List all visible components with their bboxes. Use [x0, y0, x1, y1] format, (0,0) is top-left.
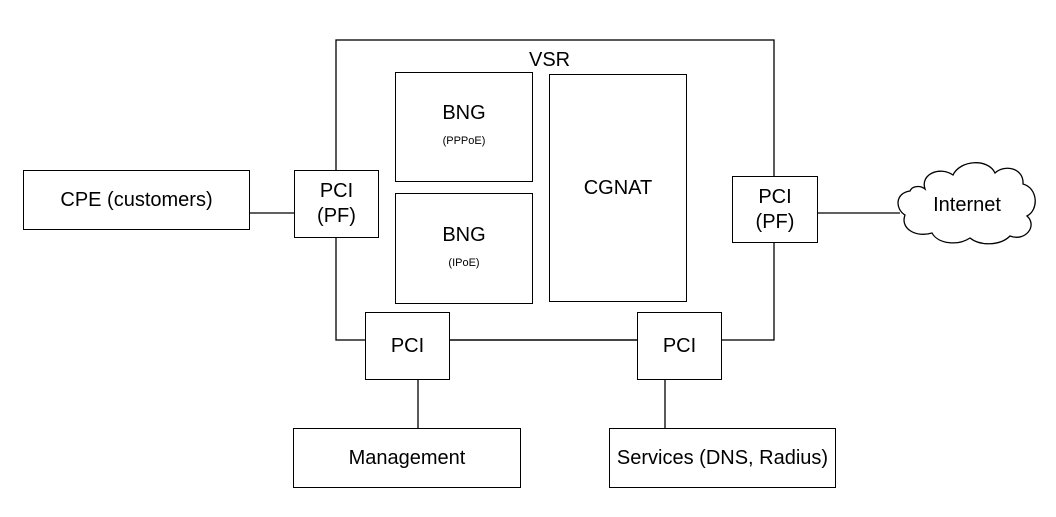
internet-label: Internet — [933, 194, 1001, 216]
bng-ipoe-sublabel: (IPoE) — [448, 256, 480, 269]
bng-pppoe-label: BNG — [442, 102, 486, 124]
cloud-icon — [897, 162, 1036, 245]
cpe-label: CPE (customers) — [60, 189, 213, 211]
bng-pppoe-sublabel: (PPPoE) — [442, 135, 486, 147]
bng-pppoe-box: BNG (PPPoE) — [395, 72, 533, 182]
pci-right-box: PCI (PF) — [732, 176, 818, 243]
pci-bottom-right-box: PCI — [637, 312, 722, 380]
management-box: Management — [293, 428, 521, 488]
pci-bottom-left-label: PCI — [390, 335, 425, 357]
pci-bottom-left-box: PCI — [365, 312, 450, 380]
pci-left-sublabel: (PF) — [317, 205, 356, 227]
pci-left-box: PCI (PF) — [294, 170, 379, 238]
management-label: Management — [348, 447, 466, 469]
services-box: Services (DNS, Radius) — [609, 428, 836, 488]
bng-ipoe-label: BNG — [442, 223, 486, 246]
vsr-label: VSR — [529, 49, 571, 71]
pci-right-label: PCI — [758, 185, 792, 208]
bng-ipoe-box: BNG (IPoE) — [395, 193, 533, 304]
services-label: Services (DNS, Radius) — [616, 447, 829, 469]
pci-left-label: PCI — [319, 180, 354, 202]
cgnat-label: CGNAT — [583, 177, 653, 199]
pci-right-sublabel: (PF) — [755, 210, 795, 233]
pci-bottom-right-label: PCI — [662, 335, 697, 357]
cgnat-box: CGNAT — [549, 74, 687, 302]
cpe-box: CPE (customers) — [23, 170, 250, 230]
